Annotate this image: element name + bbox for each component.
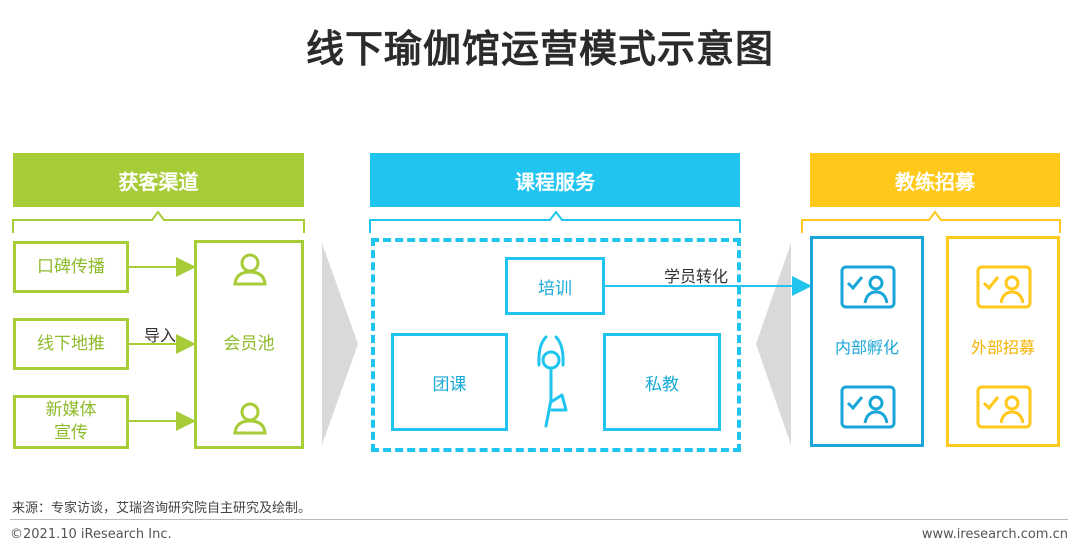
copyright: ©2021.10 iResearch Inc. <box>10 527 172 542</box>
yoga-pose-icon <box>537 335 568 428</box>
courses-header: 课程服务 <box>370 153 740 207</box>
coaches-bracket <box>801 210 1061 233</box>
footer-divider <box>10 519 1068 520</box>
page-title: 线下瑜伽馆运营模式示意图 <box>305 27 774 71</box>
coach-card-icon <box>976 265 1032 309</box>
channel-offline-promotion: 线下地推 <box>13 318 129 370</box>
external-recruitment-label: 外部招募 <box>970 338 1035 357</box>
user-icon <box>233 402 267 435</box>
member-pool-label: 会员池 <box>223 334 275 355</box>
course-services-area <box>371 238 741 452</box>
coach-card-icon <box>976 385 1032 429</box>
internal-incubation-label: 内部孵化 <box>834 338 899 357</box>
external-recruitment-panel: 外部招募 <box>946 236 1060 447</box>
group-class-box: 团课 <box>391 333 508 431</box>
acquisition-bracket <box>12 210 305 233</box>
chevron-left-icon <box>756 243 791 445</box>
website-link: www.iresearch.com.cn <box>921 527 1068 542</box>
internal-incubation-panel: 内部孵化 <box>810 236 924 447</box>
user-icon <box>233 253 267 286</box>
courses-bracket <box>369 210 741 233</box>
training-box: 培训 <box>505 257 605 315</box>
member-pool: 会员池 <box>194 240 304 449</box>
acquisition-header: 获客渠道 <box>13 153 304 207</box>
coach-card-icon <box>840 385 896 429</box>
conversion-label: 学员转化 <box>664 267 729 286</box>
channel-word-of-mouth: 口碑传播 <box>13 241 129 293</box>
source-note: 来源：专家访谈，艾瑞咨询研究院自主研究及绘制。 <box>12 501 312 516</box>
import-label: 导入 <box>144 326 177 345</box>
coaches-header: 教练招募 <box>810 153 1060 207</box>
private-class-box: 私教 <box>603 333 721 431</box>
channel-new-media: 新媒体 宣传 <box>13 395 129 449</box>
coach-card-icon <box>840 265 896 309</box>
chevron-right-icon <box>322 243 358 445</box>
